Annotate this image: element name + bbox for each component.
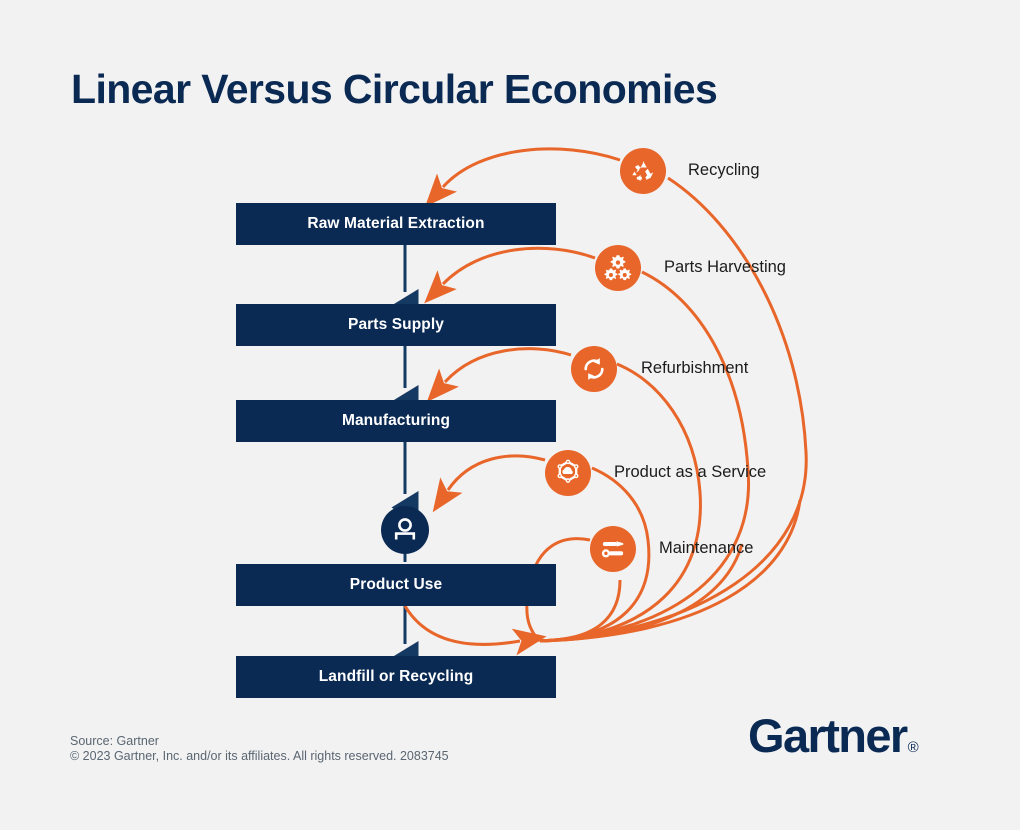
registered-trademark-icon: ®	[907, 739, 919, 756]
node-label-refurbishment: Refurbishment	[641, 359, 749, 377]
flow-step-label: Landfill or Recycling	[318, 668, 474, 685]
flow-step-landfill-or-recycling[interactable]: Landfill or Recycling	[236, 656, 556, 698]
arc-recycling-left	[424, 147, 621, 208]
footer-copyright: © 2023 Gartner, Inc. and/or its affiliat…	[70, 749, 449, 763]
node-label-maintenance: Maintenance	[659, 539, 754, 557]
node-label-product-as-a-service: Product as a Service	[614, 463, 767, 481]
footer-source: Source: Gartner	[70, 734, 159, 748]
flow-step-label: Raw Material Extraction	[307, 215, 485, 232]
flow-step-manufacturing[interactable]: Manufacturing	[236, 400, 556, 442]
cloud-gear-icon[interactable]	[545, 450, 591, 496]
page-title: Linear Versus Circular Economies	[71, 66, 718, 112]
loop-entry-arrow	[403, 605, 547, 656]
arc-recycling-right	[539, 176, 808, 643]
node-label-recycling: Recycling	[688, 161, 760, 179]
flow-step-parts-supply[interactable]: Parts Supply	[236, 304, 556, 346]
flow-step-label: Manufacturing	[341, 412, 451, 429]
node-label-parts-harvesting: Parts Harvesting	[664, 258, 786, 276]
arc-parts-harvesting-left	[424, 246, 596, 304]
flow-step-raw-material-extraction[interactable]: Raw Material Extraction	[236, 203, 556, 245]
flow-step-label: Parts Supply	[348, 316, 444, 333]
arc-refurbishment-right	[539, 362, 702, 643]
recycling-icon[interactable]	[620, 148, 666, 194]
gears-icon[interactable]	[595, 245, 641, 291]
arc-product-as-a-service-left	[432, 454, 546, 513]
flow-step-product-use[interactable]: Product Use	[236, 564, 556, 606]
arc-outer-strand-a	[539, 499, 802, 643]
gartner-logo: Gartner ®	[748, 712, 919, 759]
refresh-cycle-icon[interactable]	[571, 346, 617, 392]
person-icon	[381, 506, 429, 554]
tools-icon[interactable]	[590, 526, 636, 572]
gartner-logo-text: Gartner	[748, 709, 908, 762]
flow-step-label: Product Use	[349, 576, 443, 593]
arc-outer-strand-b	[539, 543, 744, 643]
arc-refurbishment-left	[426, 347, 572, 402]
